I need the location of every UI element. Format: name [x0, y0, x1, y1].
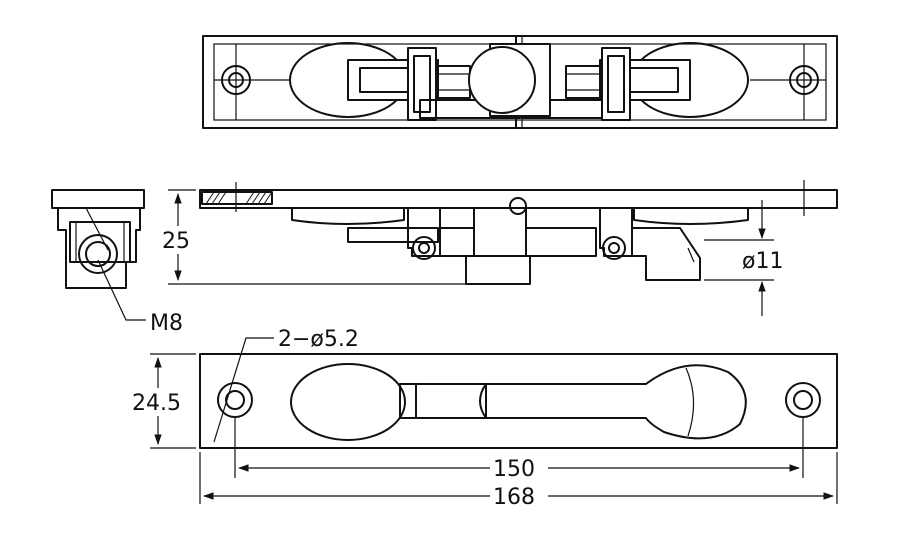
holes-label: 2−ø5.2 [278, 327, 359, 352]
top-left-slide [347, 47, 521, 121]
side-center-peg [509, 197, 527, 215]
top-right-slide [521, 47, 691, 121]
holes-leader [213, 337, 274, 443]
front-bolt-handle [290, 363, 747, 441]
top-center-knob [468, 46, 536, 114]
front-left-hole [217, 382, 253, 418]
front-right-hole [785, 382, 821, 418]
side-view: 25 ø11 [160, 180, 838, 316]
thread-label: M8 [150, 311, 183, 336]
height-25-label: 25 [162, 229, 190, 254]
m8-leader [97, 259, 146, 321]
top-view [202, 35, 838, 129]
overall-length-label: 168 [493, 485, 535, 510]
end-view: M8 [51, 189, 183, 336]
top-right-screw-hole [750, 44, 826, 120]
side-hatch-section [201, 180, 805, 216]
top-left-screw-hole [214, 44, 290, 120]
m8-thread-outer [78, 234, 118, 274]
side-left-roller [412, 236, 436, 260]
hole-spacing-label: 150 [493, 457, 535, 482]
m8-thread-inner [85, 241, 111, 267]
height-24-5-label: 24.5 [132, 391, 181, 416]
pin-diameter-label: ø11 [742, 249, 783, 274]
side-right-roller [602, 236, 626, 260]
front-view: 24.5 2−ø5.2 150 168 [130, 327, 838, 510]
